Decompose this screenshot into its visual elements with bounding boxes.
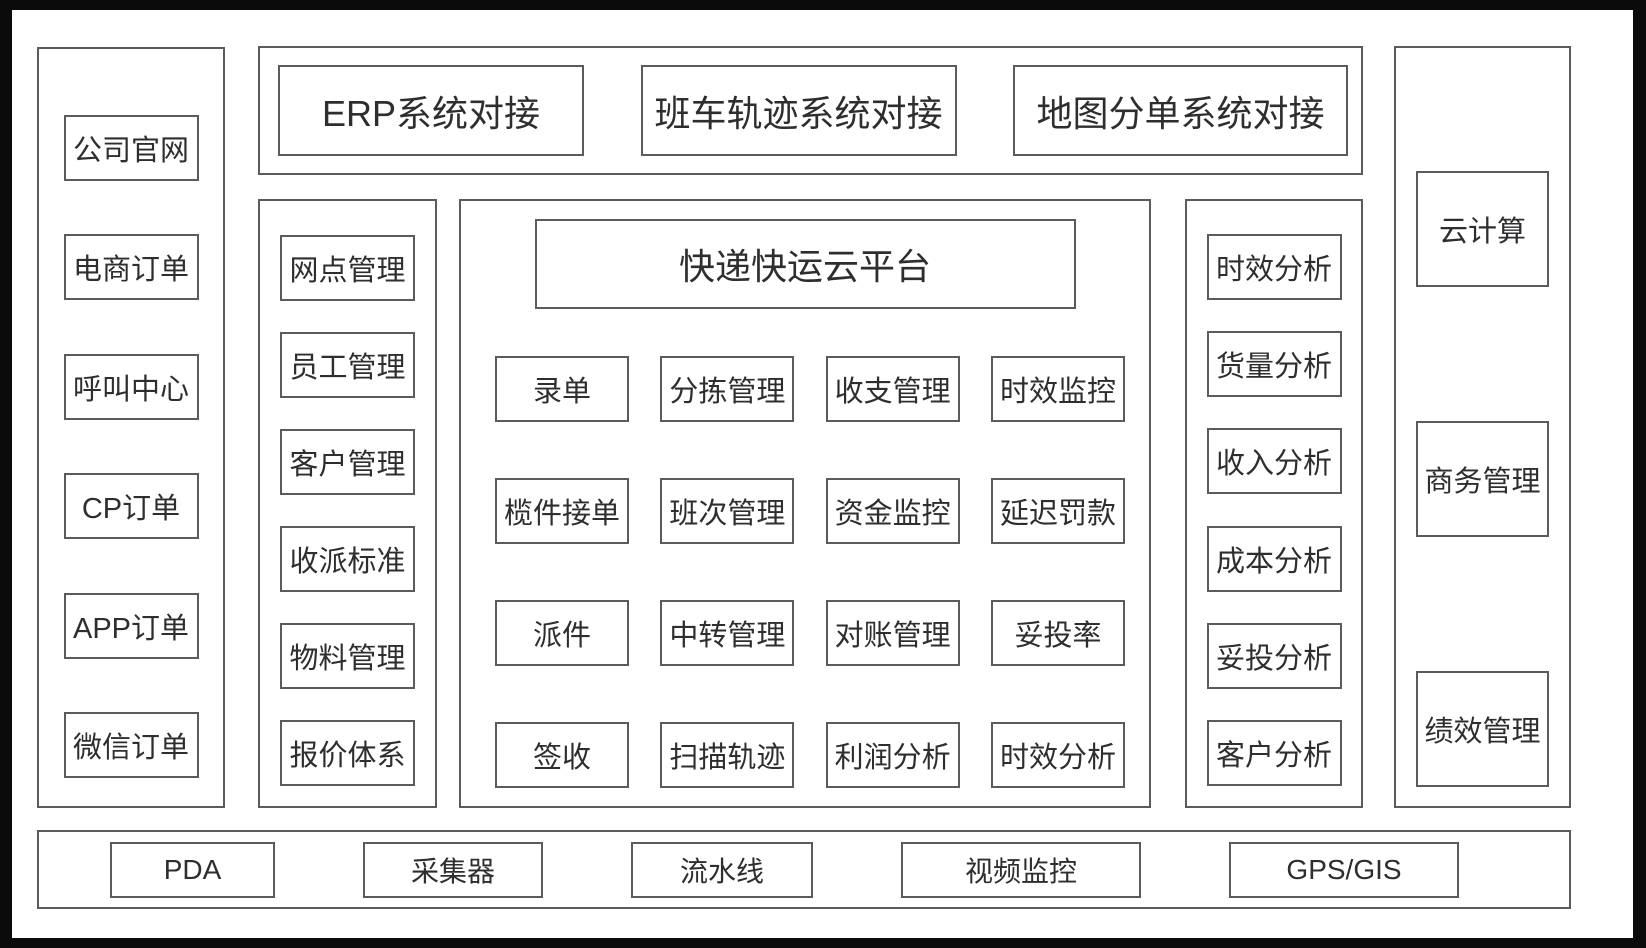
platform-module-box-7: 资金监控 [825, 478, 960, 544]
integration-box-3: 地图分单系统对接 [1013, 65, 1348, 156]
platform-module-box-8: 延迟罚款 [990, 478, 1125, 544]
platform-title: 快递快运云平台 [534, 219, 1076, 309]
base-management-panel: 网点管理员工管理客户管理收派标准物料管理报价体系 [258, 199, 437, 808]
platform-module-box-2: 分拣管理 [660, 356, 795, 422]
business-box-2: 商务管理 [1416, 421, 1549, 537]
platform-module-box-3: 收支管理 [825, 356, 960, 422]
analysis-box-6: 客户分析 [1206, 719, 1342, 786]
integration-box-1: ERP系统对接 [278, 65, 584, 156]
cloud-platform-panel: 快递快运云平台 录单分拣管理收支管理时效监控榄件接单班次管理资金监控延迟罚款派件… [459, 199, 1151, 808]
device-box-1: PDA [110, 841, 275, 898]
platform-module-box-10: 中转管理 [660, 600, 795, 666]
analysis-box-5: 妥投分析 [1206, 622, 1342, 689]
devices-panel: PDA 采集器 流水线 视频监控 GPS/GIS [37, 830, 1571, 909]
base-management-box-5: 物料管理 [280, 623, 415, 689]
analysis-panel: 时效分析货量分析收入分析成本分析妥投分析客户分析 [1185, 199, 1363, 808]
order-sources-panel: 公司官网电商订单呼叫中心 CP订单 APP订单微信订单 [37, 47, 225, 808]
integration-box-2: 班车轨迹系统对接 [640, 65, 957, 156]
order-source-box-4: CP订单 [63, 473, 199, 540]
platform-module-box-14: 扫描轨迹 [660, 722, 795, 788]
analysis-box-4: 成本分析 [1206, 525, 1342, 592]
order-source-box-3: 呼叫中心 [63, 353, 199, 420]
analysis-box-3: 收入分析 [1206, 428, 1342, 495]
base-management-box-1: 网点管理 [280, 235, 415, 301]
analysis-box-2: 货量分析 [1206, 331, 1342, 398]
order-source-box-5: APP订单 [63, 592, 199, 659]
device-box-2: 采集器 [363, 841, 543, 898]
base-management-box-6: 报价体系 [280, 720, 415, 786]
business-box-3: 绩效管理 [1416, 671, 1549, 787]
platform-module-box-11: 对账管理 [825, 600, 960, 666]
device-box-4: 视频监控 [901, 841, 1141, 898]
business-panel: 云计算商务管理绩效管理 [1394, 46, 1571, 808]
device-box-3: 流水线 [631, 841, 813, 898]
base-management-box-4: 收派标准 [280, 526, 415, 592]
analysis-box-1: 时效分析 [1206, 234, 1342, 300]
device-box-5: GPS/GIS [1229, 841, 1459, 898]
order-source-box-2: 电商订单 [63, 234, 199, 301]
platform-module-box-12: 妥投率 [990, 600, 1125, 666]
platform-module-box-5: 榄件接单 [495, 478, 629, 544]
platform-module-box-4: 时效监控 [990, 356, 1125, 422]
order-source-box-1: 公司官网 [63, 115, 199, 181]
platform-module-box-1: 录单 [495, 356, 629, 422]
platform-module-box-13: 签收 [495, 722, 629, 788]
system-integrations-panel: ERP系统对接班车轨迹系统对接地图分单系统对接 [258, 46, 1363, 175]
business-box-1: 云计算 [1416, 171, 1549, 287]
platform-modules-grid: 录单分拣管理收支管理时效监控榄件接单班次管理资金监控延迟罚款派件中转管理对账管理… [461, 356, 1149, 788]
order-source-box-6: 微信订单 [63, 711, 199, 778]
platform-module-box-16: 时效分析 [990, 722, 1125, 788]
base-management-box-3: 客户管理 [280, 429, 415, 495]
base-management-box-2: 员工管理 [280, 332, 415, 398]
platform-module-box-6: 班次管理 [660, 478, 795, 544]
platform-module-box-15: 利润分析 [825, 722, 960, 788]
platform-module-box-9: 派件 [495, 600, 629, 666]
